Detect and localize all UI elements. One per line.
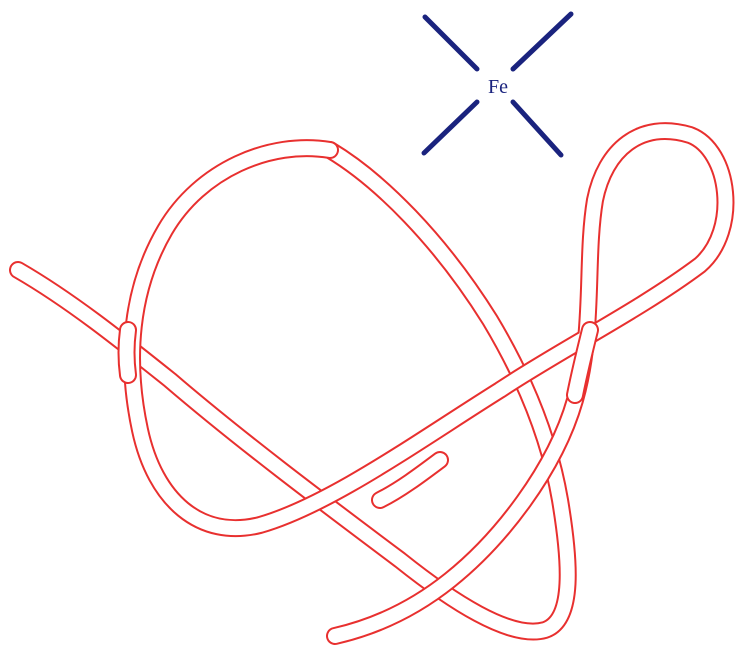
chain-fill-over-2 [127, 330, 129, 375]
metal-label: Fe [488, 76, 508, 98]
knotted-chain [18, 131, 725, 636]
fe-complex: Fe [424, 14, 571, 155]
bond-upper-right [513, 14, 571, 69]
chain-outline-b [132, 131, 725, 636]
bond-lower-left [424, 102, 477, 153]
bond-upper-left [425, 17, 477, 69]
chain-fill-b [132, 131, 725, 636]
bond-lower-right [513, 102, 561, 155]
